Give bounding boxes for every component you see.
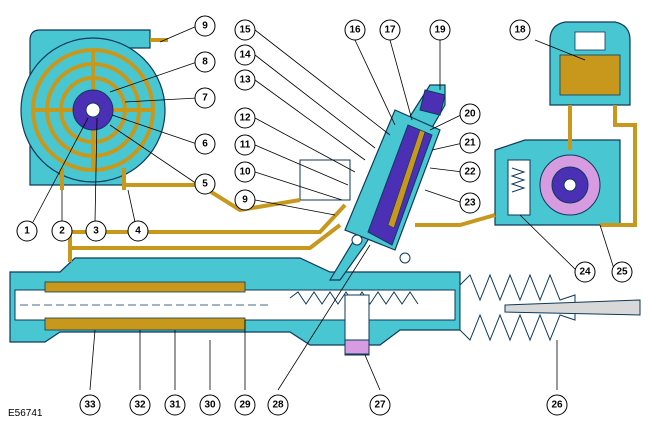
callout-7: 7 [194,87,216,109]
callout-label-13: 13 [239,75,251,86]
callout-10: 10 [234,161,256,183]
callout-28: 28 [267,394,289,416]
rotary-valve-section [20,29,168,190]
fluid-lines [68,105,637,262]
callout-5: 5 [194,173,216,195]
pinion-valve-tower [299,84,446,356]
figure-reference: E56741 [8,408,43,419]
callout-22: 22 [459,161,481,183]
callout-6: 6 [194,133,216,155]
callout-29: 29 [234,394,256,416]
callout-20: 20 [459,103,481,125]
callout-11: 11 [234,134,256,156]
callout-14: 14 [234,44,256,66]
callout-label-9-lower: 9 [242,195,248,206]
callout-25: 25 [611,261,633,283]
callout-label-28: 28 [272,400,284,411]
callout-23: 23 [459,192,481,214]
callout-13: 13 [234,69,256,91]
callout-label-8: 8 [202,57,208,68]
callout-label-30: 30 [204,400,216,411]
callout-8: 8 [194,51,216,73]
callout-label-21: 21 [464,138,476,149]
callout-19: 19 [429,19,451,41]
callout-3: 3 [85,220,107,242]
callout-label-20: 20 [464,109,476,120]
callout-label-11: 11 [240,140,251,151]
callout-label-10: 10 [239,167,251,178]
callout-label-22: 22 [464,167,476,178]
callout-label-29: 29 [239,400,251,411]
callout-label-2: 2 [59,226,65,237]
callout-label-17: 17 [384,25,396,36]
callout-label-18: 18 [514,25,526,36]
callout-31: 31 [164,394,186,416]
callout-21: 21 [459,132,481,154]
callout-label-15: 15 [239,25,251,36]
callout-1: 1 [16,220,38,242]
callout-label-27: 27 [374,400,386,411]
callout-label-1: 1 [24,226,30,237]
callout-label-24: 24 [579,267,591,278]
callout-26: 26 [546,394,568,416]
callout-label-3: 3 [93,226,99,237]
callout-label-26: 26 [551,400,563,411]
callout-label-19: 19 [434,25,446,36]
callout-label-9-top: 9 [202,21,208,32]
callout-33: 33 [79,394,101,416]
callout-9-lower: 9 [234,189,256,211]
rack-housing [9,257,641,346]
callout-17: 17 [379,19,401,41]
leader-lines [32,25,616,391]
reservoir [549,21,631,106]
callout-label-7: 7 [202,93,208,104]
pump-assembly [494,139,621,226]
callout-label-25: 25 [616,267,628,278]
callout-16: 16 [344,19,366,41]
callout-32: 32 [129,394,151,416]
callout-label-33: 33 [84,400,96,411]
callout-2: 2 [51,220,73,242]
callout-label-14: 14 [239,50,251,61]
callout-9-top: 9 [194,15,216,37]
callout-27: 27 [369,394,391,416]
callout-label-6: 6 [202,139,208,150]
callout-label-31: 31 [169,400,181,411]
callout-24: 24 [574,261,596,283]
callout-18: 18 [509,19,531,41]
callout-label-32: 32 [134,400,146,411]
callout-label-4: 4 [135,226,141,237]
callout-12: 12 [234,107,256,129]
callout-4: 4 [127,220,149,242]
callout-label-16: 16 [349,25,361,36]
callout-30: 30 [199,394,221,416]
callout-label-5: 5 [202,179,208,190]
callout-label-23: 23 [464,198,476,209]
callout-15: 15 [234,19,256,41]
callout-label-12: 12 [239,113,251,124]
